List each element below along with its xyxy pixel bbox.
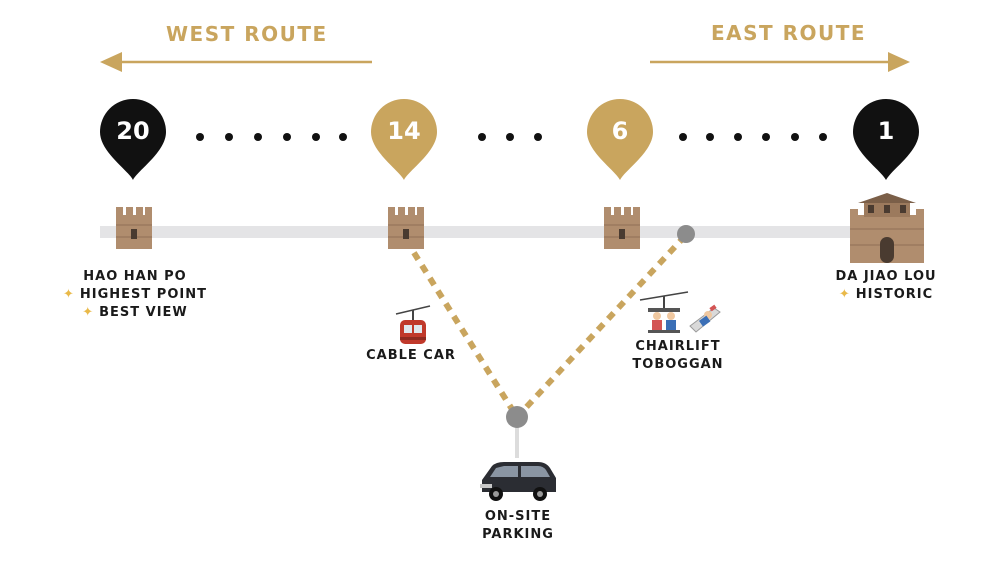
dots-14-to-6	[478, 133, 542, 141]
watchtower-icon	[604, 207, 640, 249]
east-route-arrow	[650, 52, 910, 72]
parking-label-line1: ON-SITE	[484, 509, 552, 524]
sparkle-icon: ✦	[82, 305, 95, 320]
parking-label: ON-SITE PARKING	[468, 508, 568, 544]
watchtower-icon	[116, 207, 152, 249]
stop-note: ✦HIGHEST POINT	[63, 287, 207, 302]
cable-car-icon	[395, 305, 431, 344]
dots-20-to-14	[196, 133, 347, 141]
stop-name: HAO HAN PO	[83, 269, 187, 284]
marker-number-1: 1	[877, 117, 895, 145]
sparkle-icon: ✦	[838, 287, 851, 302]
chairlift-path	[517, 233, 688, 417]
toboggan-label: TOBOGGAN	[632, 357, 724, 372]
pin-14-shape	[371, 99, 437, 180]
sparkle-icon: ✦	[63, 287, 75, 302]
great-wall-track	[100, 226, 924, 238]
chairlift-toboggan-label: CHAIRLIFT TOBOGGAN	[620, 338, 736, 374]
parking-junction-dot	[506, 406, 528, 428]
pin-20-shape	[100, 99, 166, 180]
west-route-label: WEST ROUTE	[166, 22, 328, 46]
marker-number-14: 14	[387, 117, 421, 145]
marker-number-20: 20	[116, 117, 150, 145]
stop-note: ✦BEST VIEW	[82, 305, 188, 320]
marker-number-6: 6	[611, 117, 629, 145]
chairlift-icon	[639, 291, 689, 333]
stop-da-jiao-lou: DA JIAO LOU ✦HISTORIC	[816, 268, 956, 304]
pin-1-shape	[853, 99, 919, 180]
pin-6-shape	[587, 99, 653, 180]
car-icon	[480, 462, 556, 501]
parking-label-line2: PARKING	[482, 527, 554, 542]
stop-note: ✦HISTORIC	[838, 287, 934, 302]
watchtower-icon	[388, 207, 424, 249]
stop-name: DA JIAO LOU	[835, 269, 937, 284]
chairlift-junction-dot	[677, 225, 695, 243]
dots-6-to-1	[679, 133, 827, 141]
cable-car-label: CABLE CAR	[366, 348, 456, 363]
west-route-arrow	[100, 52, 372, 72]
toboggan-icon	[689, 304, 721, 333]
gate-tower-icon	[850, 193, 924, 263]
cable-car-path	[403, 238, 518, 416]
east-route-label: EAST ROUTE	[711, 21, 867, 45]
stop-hao-han-po: HAO HAN PO ✦HIGHEST POINT ✦BEST VIEW	[50, 268, 220, 322]
chairlift-label: CHAIRLIFT	[635, 339, 721, 354]
